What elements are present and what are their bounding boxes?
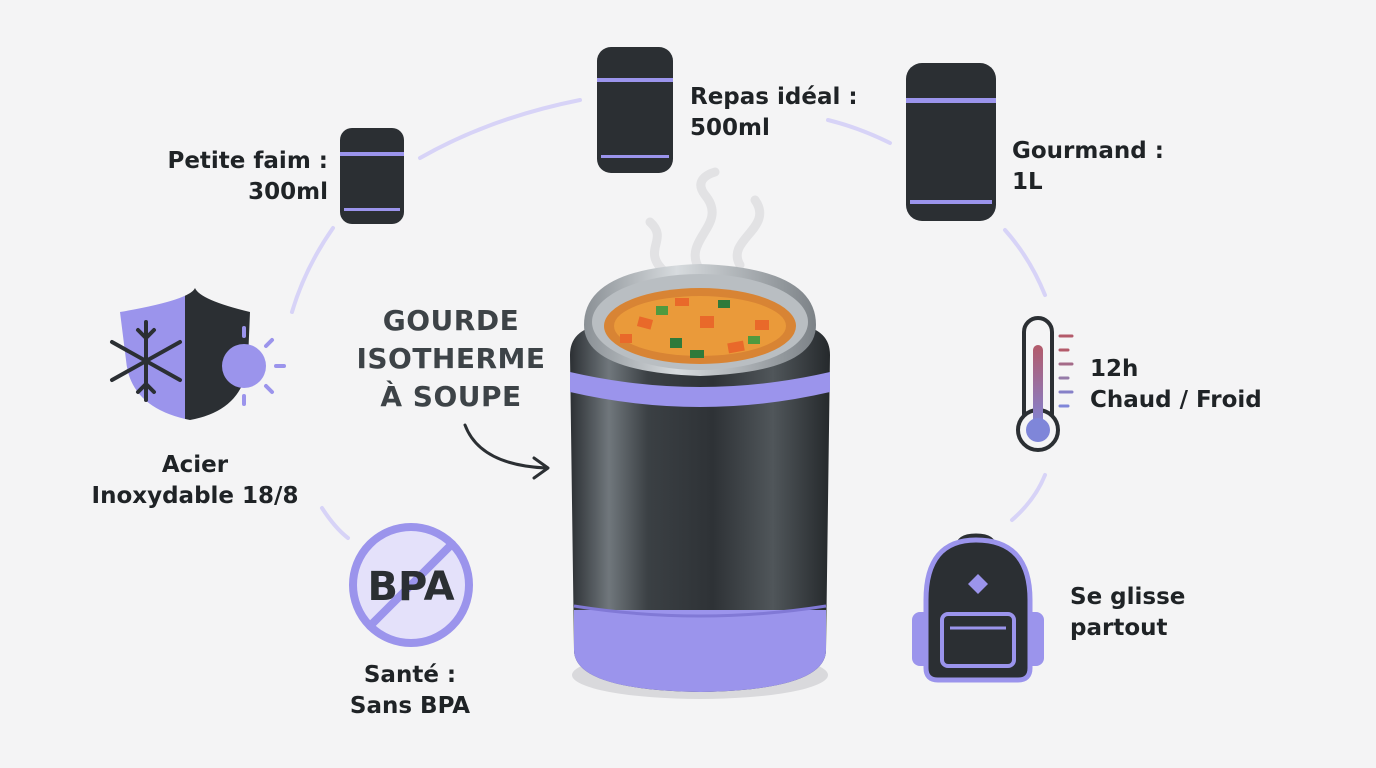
feature-portable-label: Se glisse partout xyxy=(1070,582,1185,644)
size-small-volume: 300ml xyxy=(248,179,328,205)
feature-bpa-line-2: Sans BPA xyxy=(349,693,471,719)
arc-small-to-medium xyxy=(418,98,582,160)
arrow-head-icon xyxy=(532,456,550,480)
arrow-icon xyxy=(463,423,548,470)
arc-thermo-to-bag xyxy=(1010,473,1047,522)
jar-medium-icon xyxy=(597,47,673,173)
title-line-3: À SOUPE xyxy=(380,380,522,413)
no-bpa-icon: BPA xyxy=(349,523,473,647)
title-line-2: ISOTHERME xyxy=(356,342,546,375)
jar-small-icon xyxy=(340,128,404,224)
feature-bpa-label: Santé : Sans BPA xyxy=(320,660,500,722)
steam-icon xyxy=(645,167,765,277)
size-label-small: Petite faim : 300ml xyxy=(110,146,328,208)
jar-large-icon xyxy=(906,63,996,221)
arc-medium-to-large xyxy=(826,118,892,145)
snowflake-icon xyxy=(110,320,182,402)
size-large-volume: 1L xyxy=(1012,169,1043,195)
feature-steel-line-2: Inoxydable 18/8 xyxy=(91,483,299,509)
feature-temperature-line-2: Chaud / Froid xyxy=(1090,387,1262,413)
connector-arcs xyxy=(290,98,1047,540)
feature-bpa-line-1: Santé : xyxy=(363,662,457,688)
thermometer-icon xyxy=(1016,316,1074,452)
arc-large-to-thermo xyxy=(1003,228,1047,297)
feature-steel-line-1: Acier xyxy=(161,452,229,478)
size-small-name: Petite faim : xyxy=(167,148,328,174)
size-medium-volume: 500ml xyxy=(690,115,770,141)
size-large-name: Gourmand : xyxy=(1012,138,1164,164)
size-label-medium: Repas idéal : 500ml xyxy=(690,82,858,144)
title-line-1: GOURDE xyxy=(382,304,520,337)
backpack-icon xyxy=(912,533,1044,683)
arc-small-to-shield xyxy=(290,226,335,314)
feature-temperature-label: 12h Chaud / Froid xyxy=(1090,354,1262,416)
bpa-badge-text: BPA xyxy=(367,564,454,610)
size-label-large: Gourmand : 1L xyxy=(1012,136,1164,198)
feature-portable-line-1: Se glisse xyxy=(1070,584,1186,610)
feature-temperature-line-1: 12h xyxy=(1090,356,1139,382)
feature-portable-line-2: partout xyxy=(1070,615,1168,641)
sun-icon xyxy=(222,344,266,388)
food-jar-illustration xyxy=(570,264,830,699)
feature-steel-label: Acier Inoxydable 18/8 xyxy=(70,450,320,512)
product-title: GOURDE ISOTHERME À SOUPE xyxy=(338,302,564,416)
shield-hot-cold-icon xyxy=(110,288,286,420)
arc-steel-to-bpa xyxy=(320,506,350,540)
size-medium-name: Repas idéal : xyxy=(690,84,858,110)
